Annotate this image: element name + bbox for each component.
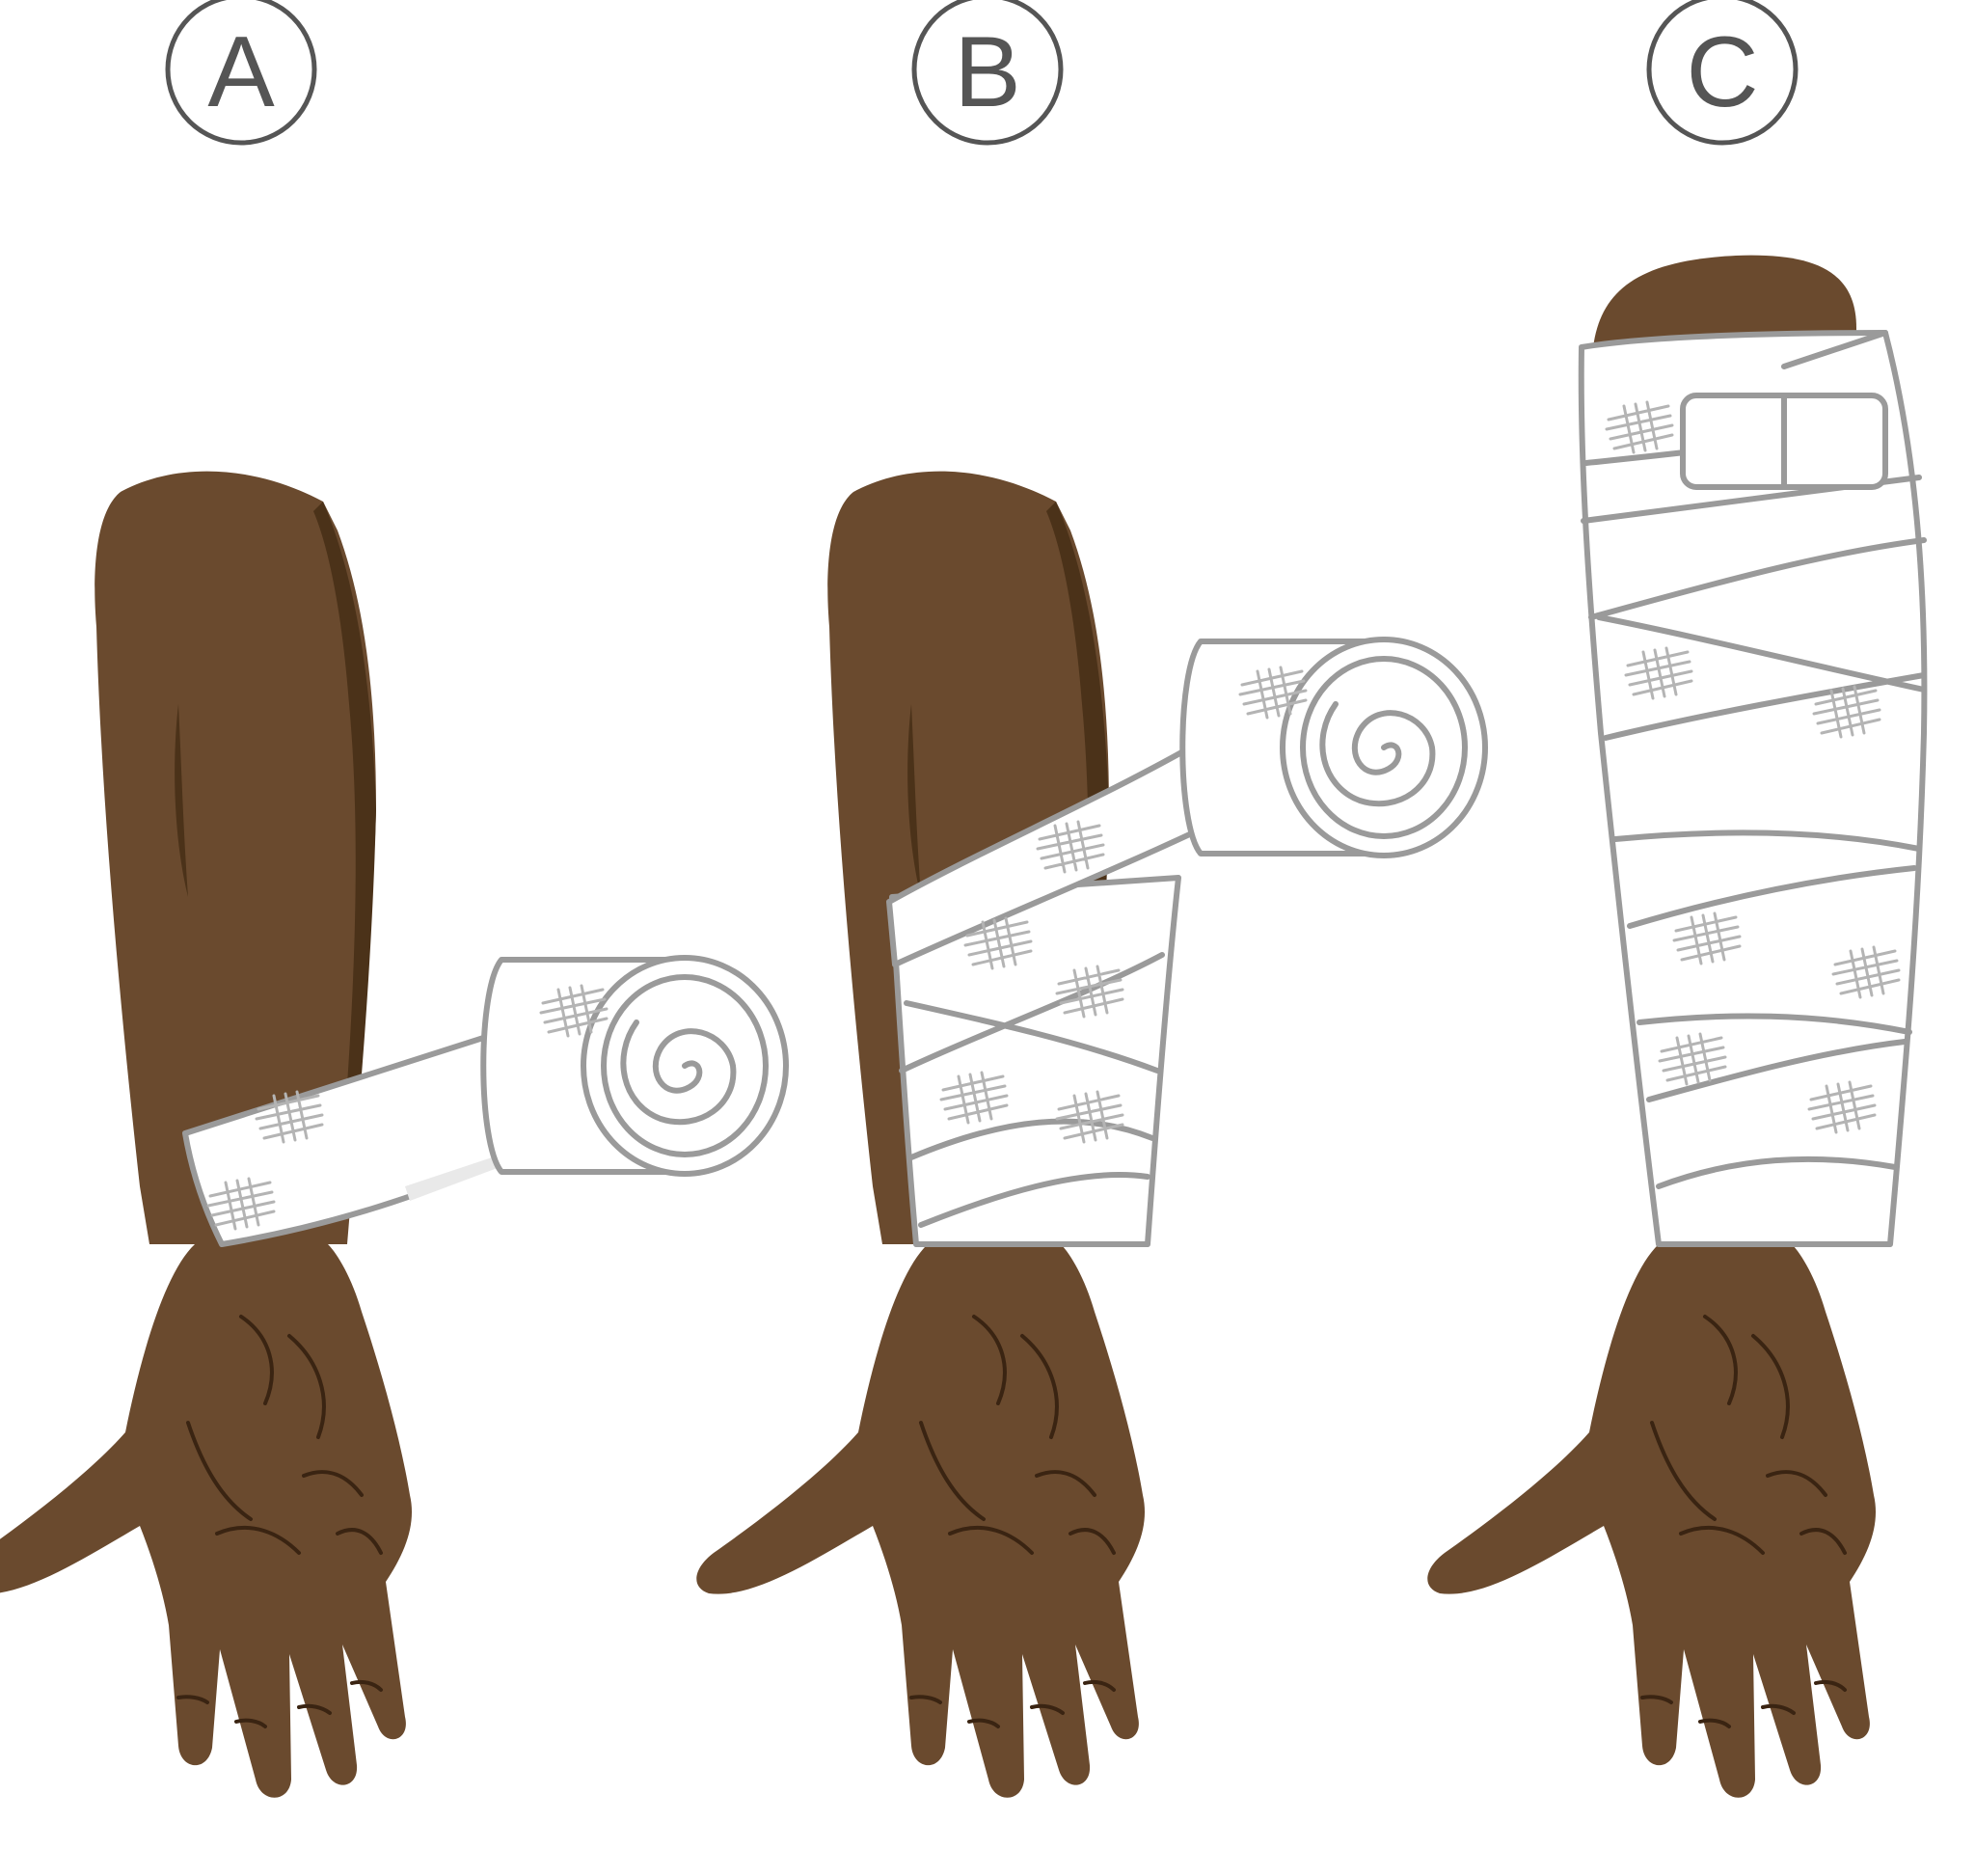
step-label-b-text: B (954, 16, 1020, 128)
hand-a (0, 1242, 415, 1800)
panel-a: A (0, 0, 786, 1800)
hand-b (694, 1242, 1148, 1800)
step-label-a: A (165, 0, 317, 146)
bandage-roll-a (483, 958, 786, 1174)
panel-b: B (694, 0, 1485, 1800)
hand-c (1425, 1242, 1879, 1800)
panel-c: C (1425, 0, 1928, 1800)
step-label-a-text: A (207, 16, 275, 128)
step-label-c-text: C (1686, 16, 1758, 128)
step-label-b: B (911, 0, 1064, 146)
step-label-c: C (1646, 0, 1799, 146)
bandage-roll-b (1182, 639, 1485, 856)
bandage-full-c (1578, 330, 1928, 1247)
bandage-wrap-b (886, 730, 1261, 1247)
